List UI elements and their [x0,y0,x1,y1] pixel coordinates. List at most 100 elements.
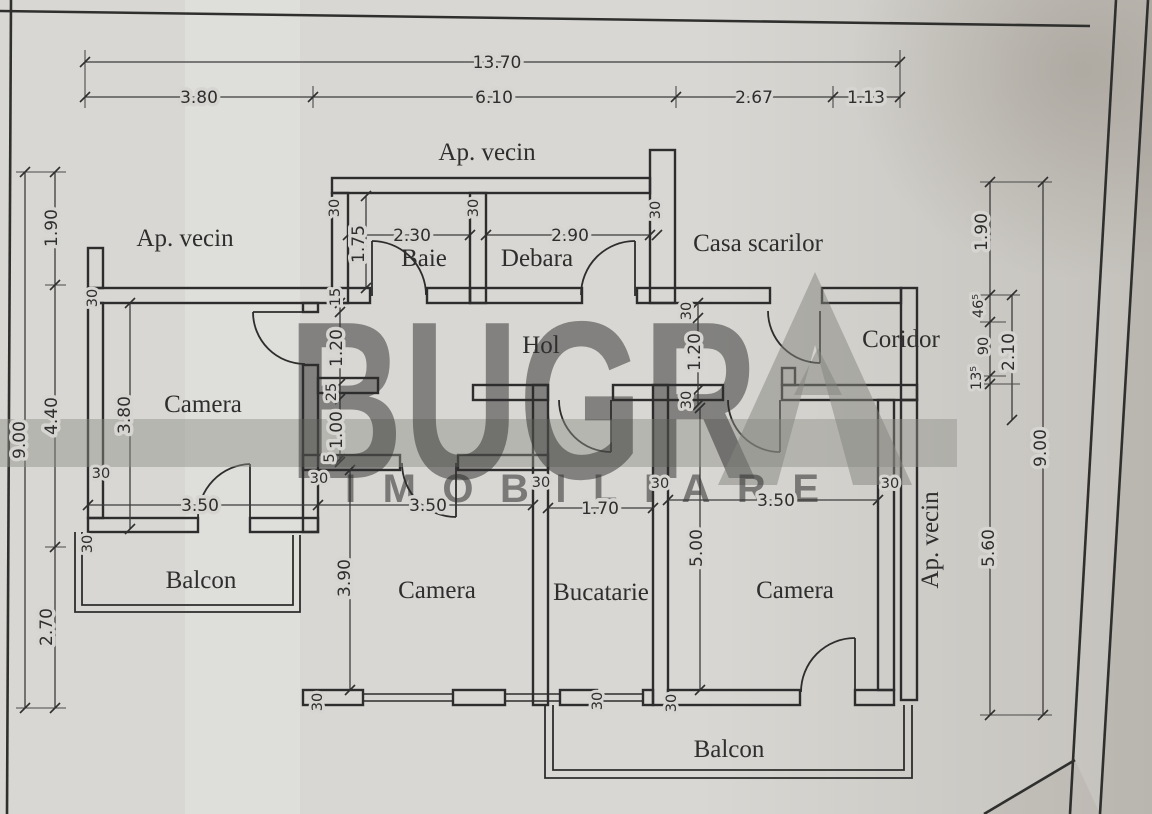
wall-bottom-3 [558,688,599,707]
wall-camera-left-bottom-1 [86,516,200,534]
dim-right-seg3: 90 [976,337,992,355]
dim-top-seg1: 3.80 [180,88,218,108]
room-label-camera-mid: Camera [398,577,476,604]
room-label-balcon-left: Balcon [166,567,237,594]
dim-camera-right-width: 3.50 [757,491,795,511]
wall-thickness-marker: 30 [466,199,482,217]
dim-camera-left-height: 3.80 [115,396,135,434]
dim-top-total: 13.70 [473,53,522,73]
wall-thickness-marker: 30 [679,302,695,320]
windows [363,693,643,702]
dim-hol-seg-5: 5 [322,453,338,462]
dim-camera-mid-height: 3.90 [335,559,355,597]
dim-baie-width: 2.30 [393,226,431,246]
dim-hol-right-door: 1.20 [685,333,705,371]
watermark-letter-a-triangle [718,272,912,485]
wall-bottom-5 [666,688,802,707]
dim-hol-seg-15: 15 [328,288,344,306]
room-labels: Ap. vecin Ap. vecin Baie Debara Casa sca… [136,139,944,763]
room-label-ap-vecin-top: Ap. vecin [438,139,536,166]
room-label-camera-right: Camera [756,577,834,604]
dim-hol-seg-25: 25 [324,383,340,401]
dim-right-seg1: 1.90 [972,213,992,251]
watermark-letter-a-counter [794,348,842,395]
dim-right-group: 2.10 [999,333,1019,371]
wall-main-5 [635,286,772,305]
wall-thickness-marker: 30 [85,289,101,307]
wall-top [330,176,652,195]
dim-hol-opening: 1.00 [327,411,347,449]
scan-light-band [185,0,300,814]
wall-hol-stub-1 [316,376,380,395]
watermark-band [0,419,957,467]
wall-bottom-4 [641,688,655,707]
dim-right-seg2: 46⁵ [971,294,987,318]
dim-top-seg4: 1.13 [847,88,885,108]
dimension-lines [16,50,1052,721]
wall-bottom-6 [853,688,896,707]
wall-bucatarie-left [531,383,550,707]
wall-thickness-marker: 30 [310,471,328,487]
room-label-debara: Debara [501,245,573,272]
wall-thickness-marker: 30 [679,391,695,409]
wall-thickness-marker: 30 [664,694,680,712]
dim-top-seg2: 6.10 [475,88,513,108]
door-camera-mid [401,462,457,518]
balconies [74,532,913,779]
paper-edge-left [5,0,13,814]
wall-thickness-marker: 30 [327,199,343,217]
dim-camera-mid-width: 3.50 [409,496,447,516]
watermark-brand-text: BUGR [288,274,758,526]
paper-corner-diagonal [983,758,1076,814]
wall-main-4 [468,286,584,305]
balcon-left-parapet-outer [74,532,301,613]
dim-camera-right-height: 5.00 [687,529,707,567]
door-balcon-right [800,637,856,693]
room-label-hol: Hol [522,332,560,359]
dim-left-seg2: 4.40 [42,397,62,435]
wall-main-2 [330,286,372,305]
balcon-bottom-parapet-outer [544,705,913,779]
dimension-labels: 13.70 3.80 6.10 2.67 1.13 9.00 1.90 4.40… [7,50,1055,650]
wall-bottom-2 [451,688,507,707]
door-balcon-left [197,463,251,519]
dim-hol-door: 1.20 [327,329,347,367]
wall-thickness-markers: 30 30 30 30 30 30 30 30 30 30 30 30 30 3… [77,196,902,715]
room-label-baie: Baie [401,245,447,272]
dim-baie-height: 1.75 [349,225,369,263]
balcon-left-parapet-inner [81,532,294,606]
paper-edge-right-outer [1098,0,1150,814]
wall-camera-left-right [301,363,320,534]
room-label-camera-left: Camera [164,391,242,418]
dim-left-seg1: 1.90 [42,209,62,247]
wall-camera-left-right-top [301,301,320,314]
room-label-ap-vecin-right: Ap. vecin [917,491,944,589]
door-bucatarie [558,399,612,453]
room-label-ap-vecin-left: Ap. vecin [136,225,234,252]
room-label-balcon-bottom: Balcon [694,736,765,763]
room-label-bucatarie: Bucatarie [553,579,649,606]
room-label-coridor: Coridor [862,326,940,353]
dim-right-total: 9.00 [1031,429,1051,467]
wall-thickness-marker: 30 [80,535,96,553]
wall-bottom-1 [301,688,365,707]
dim-top-seg3: 2.67 [735,88,773,108]
paper-edge-top [0,9,1091,28]
watermark-subtitle-text: IMOBILIARE [345,467,845,511]
door-camera-left [252,311,306,365]
wall-bucatarie-right [651,383,670,707]
wall-thickness-marker: 30 [648,201,664,219]
dim-left-total: 9.00 [10,421,30,459]
watermark: BUGR IMOBILIARE [0,272,957,526]
wall-neighbor-boundary [899,398,919,702]
door-debara [580,240,636,296]
dim-right-seg4: 13⁵ [969,366,985,390]
balcon-bottom-parapet-inner [552,705,905,771]
wall-thickness-marker: 30 [92,466,110,482]
wall-thickness-marker: 30 [532,475,550,491]
wall-thickness-marker: 30 [310,693,326,711]
